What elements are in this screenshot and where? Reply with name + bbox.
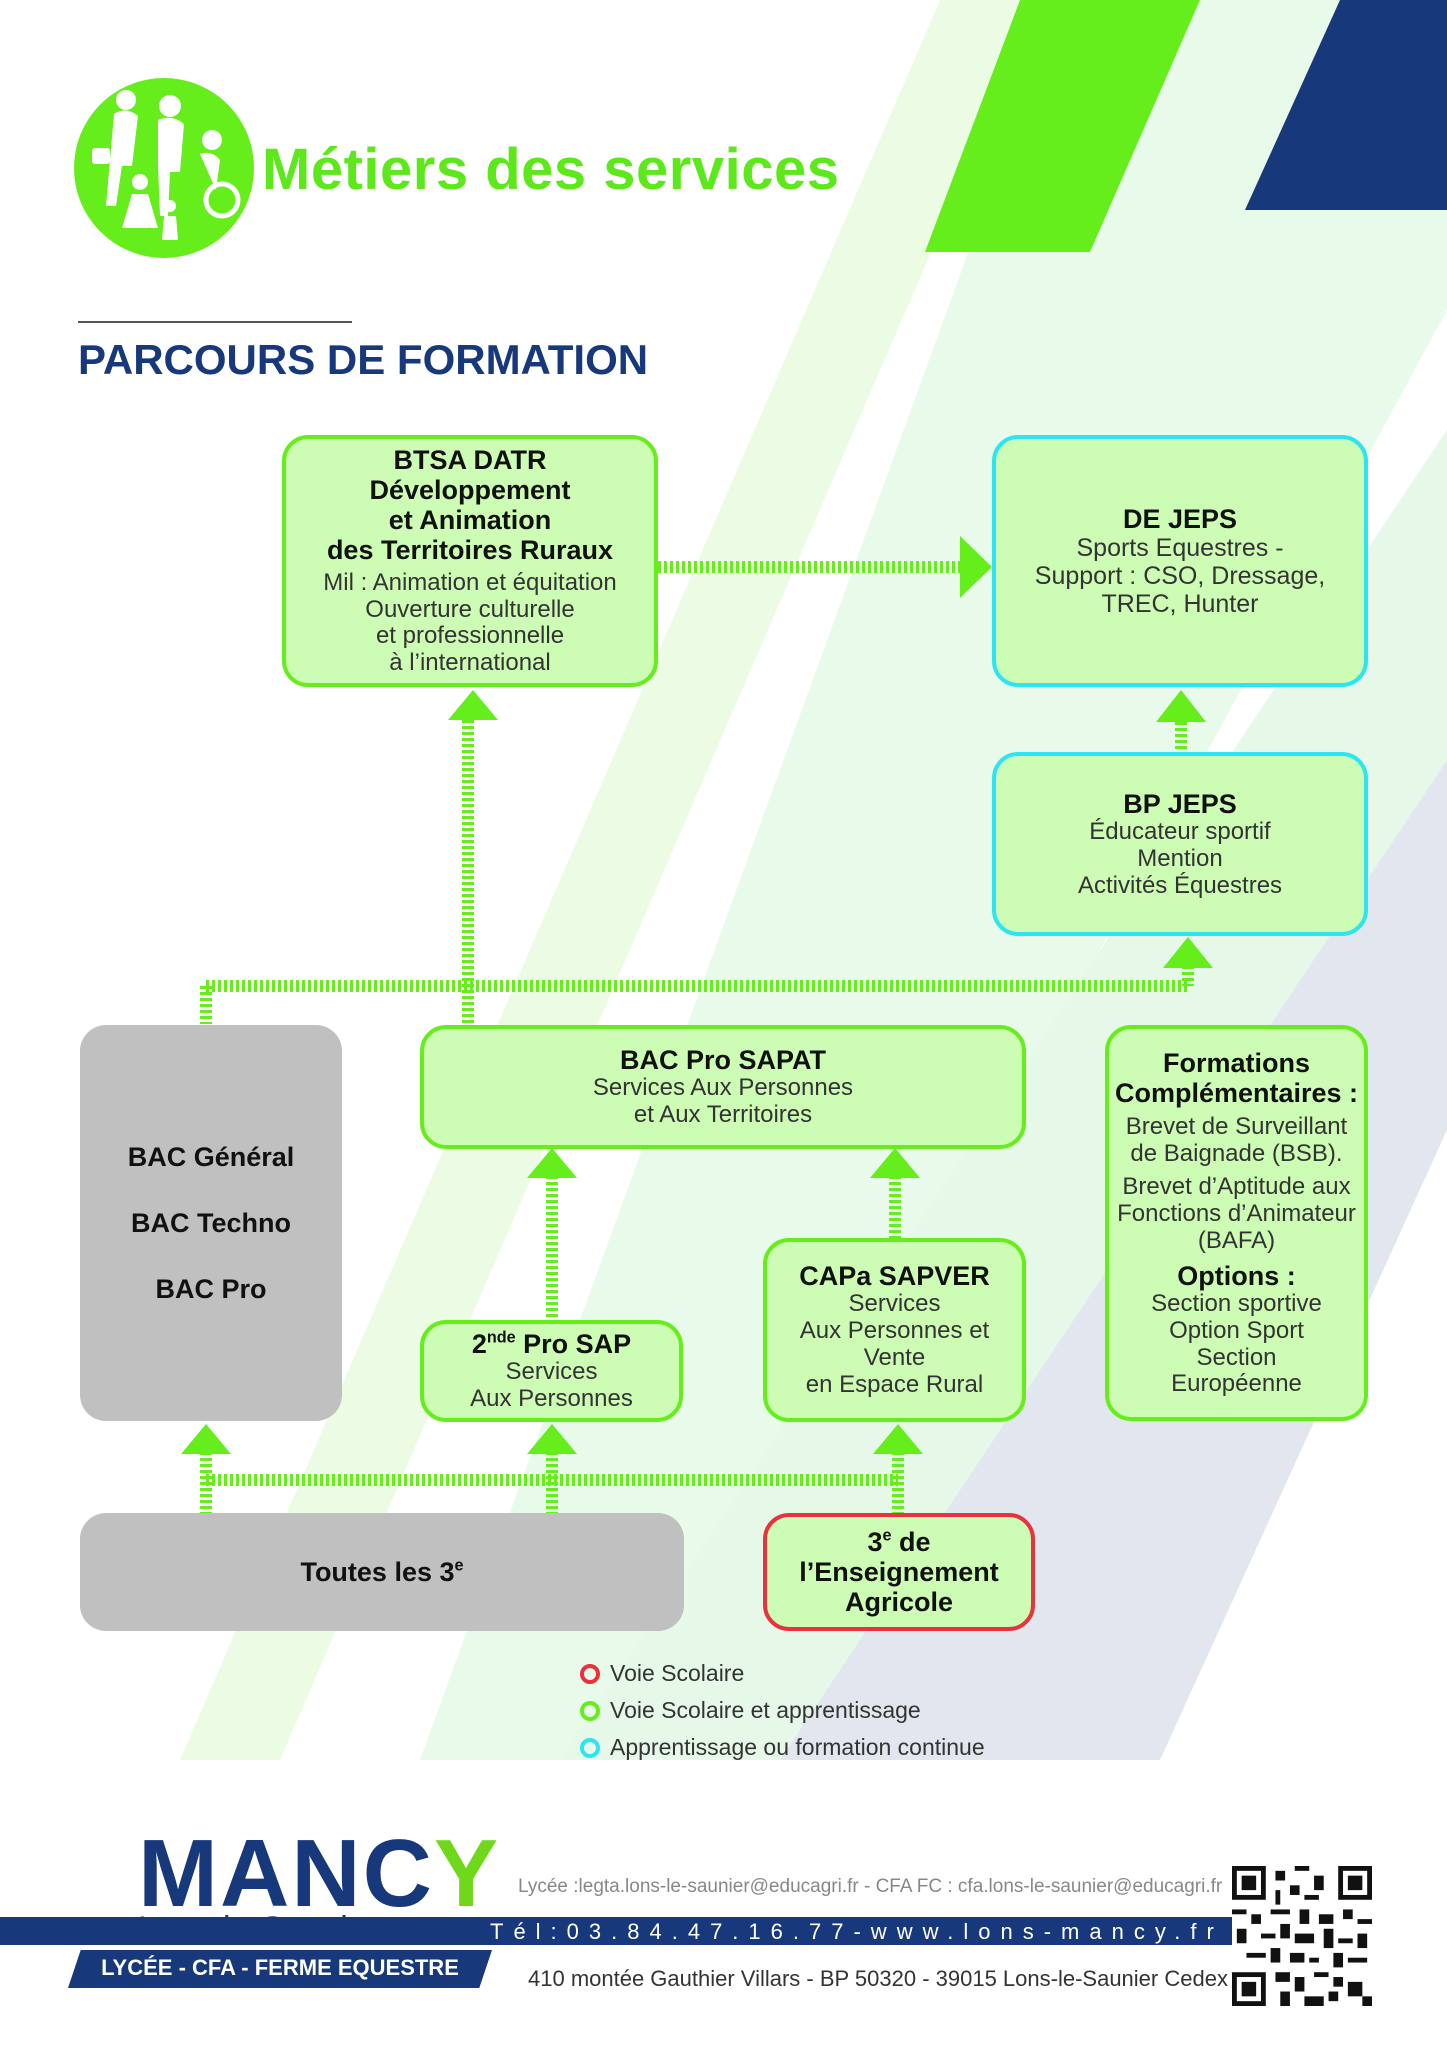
red-circle-icon xyxy=(580,1663,600,1684)
bac-pro-sapat-box: BAC Pro SAPAT Services Aux Personnes et … xyxy=(420,1025,1026,1149)
seconde-pro-title: 2nde Pro SAP xyxy=(471,1328,632,1359)
formations-title-line: Complémentaires : xyxy=(1114,1077,1359,1108)
arrowhead-dejeps xyxy=(960,536,992,598)
footer-address: 410 montée Gauthier Villars - BP 50320 -… xyxy=(528,1966,1228,1991)
footer-phone-web: Tél:03.84.47.16.77-www.lons-mancy.fr xyxy=(490,1919,1224,1944)
btsa-datr-box: BTSA DATR Développement et Animation des… xyxy=(282,435,658,687)
brand-city: Lons-le-Saunier xyxy=(138,1910,379,1948)
bpjeps-detail-line: Activités Équestres xyxy=(1077,871,1283,899)
troisieme-line: Agricole xyxy=(844,1587,954,1618)
btsa-detail-line: et professionnelle xyxy=(375,622,565,650)
options-line: Section xyxy=(1196,1343,1277,1371)
footer-tagline: LYCÉE - CFA - FERME EQUESTRE xyxy=(101,1955,459,1980)
arrowhead-capa xyxy=(873,1424,923,1454)
arrowhead-bacpro-right xyxy=(870,1148,920,1178)
bpjeps-detail-line: Éducateur sportif xyxy=(1089,817,1271,845)
bac-general-label: BAC Général xyxy=(127,1141,295,1172)
bac-pro-label: BAC Pro xyxy=(155,1274,267,1305)
de-jeps-box: DE JEPS Sports Equestres - Support : CSO… xyxy=(992,435,1368,687)
cyan-circle-icon xyxy=(580,1737,600,1758)
formations-bsb-line: Brevet de Surveillant xyxy=(1125,1113,1348,1141)
capa-sapver-box: CAPa SAPVER Services Aux Personnes et Ve… xyxy=(763,1238,1026,1422)
bp-jeps-box: BP JEPS Éducateur sportif Mention Activi… xyxy=(992,752,1368,936)
seconde-pro-sap-box: 2nde Pro SAP Services Aux Personnes xyxy=(420,1320,683,1422)
formations-bsb-line: de Baignade (BSB). xyxy=(1130,1140,1343,1168)
arrowhead-bacgeneral xyxy=(181,1424,231,1454)
formations-complementaires-box: Formations Complémentaires : Brevet de S… xyxy=(1105,1025,1368,1421)
btsa-title-line: BTSA DATR xyxy=(393,444,547,475)
btsa-title-line: des Territoires Ruraux xyxy=(326,535,614,566)
toutes-les-3e-box: Toutes les 3e xyxy=(80,1513,684,1631)
dejeps-detail-line: Sports Equestres - xyxy=(1076,534,1284,563)
bpjeps-detail-line: Mention xyxy=(1137,844,1223,872)
bac-techno-label: BAC Techno xyxy=(131,1207,291,1238)
options-line: Section sportive xyxy=(1151,1289,1322,1317)
people-logo-icon xyxy=(74,78,254,258)
legend-label: Apprentissage ou formation continue xyxy=(610,1734,985,1760)
capa-title: CAPa SAPVER xyxy=(799,1261,990,1292)
seconde-pro-detail-line: Aux Personnes xyxy=(470,1385,633,1413)
bacpro-sapat-detail-line: Services Aux Personnes xyxy=(592,1074,854,1102)
arrowhead-bpjeps xyxy=(1163,937,1213,968)
troisieme-line: l’Enseignement xyxy=(799,1556,999,1587)
formations-bafa-line: Brevet d’Aptitude aux xyxy=(1122,1172,1351,1200)
footer-emails: Lycée :legta.lons-le-saunier@educagri.fr… xyxy=(518,1876,1223,1897)
footer-tagline-band xyxy=(68,1950,492,1988)
footer-band xyxy=(0,1917,1235,1945)
btsa-title-line: Développement xyxy=(369,475,571,506)
toutes-label: Toutes les 3e xyxy=(300,1556,464,1587)
arrowhead-bacpro-left xyxy=(527,1148,577,1178)
bacpro-sapat-detail-line: et Aux Territoires xyxy=(633,1101,813,1129)
legend-label: Voie Scolaire xyxy=(610,1660,745,1686)
arrowhead-seconde xyxy=(527,1424,577,1454)
options-line: Option Sport xyxy=(1169,1316,1304,1344)
btsa-detail-line: Ouverture culturelle xyxy=(365,595,575,623)
options-line: Européenne xyxy=(1171,1370,1302,1398)
mancy-logo: MANCY xyxy=(138,1820,500,1927)
legend-item-voie-scolaire: Voie Scolaire xyxy=(580,1655,985,1692)
bac-general-box: BAC Général BAC Techno BAC Pro xyxy=(80,1025,342,1421)
bacpro-sapat-title: BAC Pro SAPAT xyxy=(619,1045,826,1075)
arrowhead-dejeps-up xyxy=(1156,690,1206,722)
legend-label: Voie Scolaire et apprentissage xyxy=(610,1697,921,1723)
section-title: PARCOURS DE FORMATION xyxy=(78,336,649,383)
btsa-detail-line: à l’international xyxy=(389,649,551,677)
header-divider xyxy=(78,321,352,323)
legend-item-apprentissage: Apprentissage ou formation continue xyxy=(580,1729,985,1766)
dejeps-title: DE JEPS xyxy=(1122,503,1238,534)
troisieme-agricole-box: 3e de l’Enseignement Agricole xyxy=(763,1513,1035,1631)
options-title: Options : xyxy=(1177,1260,1296,1291)
formations-title-line: Formations xyxy=(1162,1047,1310,1078)
capa-detail-line: Aux Personnes et Vente xyxy=(799,1317,990,1372)
page-title: Métiers des services xyxy=(262,137,840,202)
arrowhead-btsa xyxy=(448,690,498,720)
capa-detail-line: en Espace Rural xyxy=(805,1370,984,1398)
troisieme-line: 3e de xyxy=(867,1526,931,1557)
dejeps-detail-line: TREC, Hunter xyxy=(1101,590,1259,619)
capa-detail-line: Services xyxy=(848,1290,941,1318)
green-circle-icon xyxy=(580,1700,600,1721)
legend-item-voie-scolaire-apprentissage: Voie Scolaire et apprentissage xyxy=(580,1692,985,1729)
btsa-title-line: et Animation xyxy=(388,505,552,536)
btsa-detail-line: Mil : Animation et équitation xyxy=(323,568,617,596)
bpjeps-title: BP JEPS xyxy=(1123,788,1237,819)
qr-code-icon xyxy=(1232,1866,1372,2006)
formations-bafa-line: (BAFA) xyxy=(1197,1226,1276,1254)
seconde-pro-detail-line: Services xyxy=(505,1358,598,1386)
dejeps-detail-line: Support : CSO, Dressage, xyxy=(1034,562,1326,591)
legend: Voie Scolaire Voie Scolaire et apprentis… xyxy=(580,1655,985,1766)
formations-bafa-line: Fonctions d’Animateur xyxy=(1117,1199,1356,1227)
